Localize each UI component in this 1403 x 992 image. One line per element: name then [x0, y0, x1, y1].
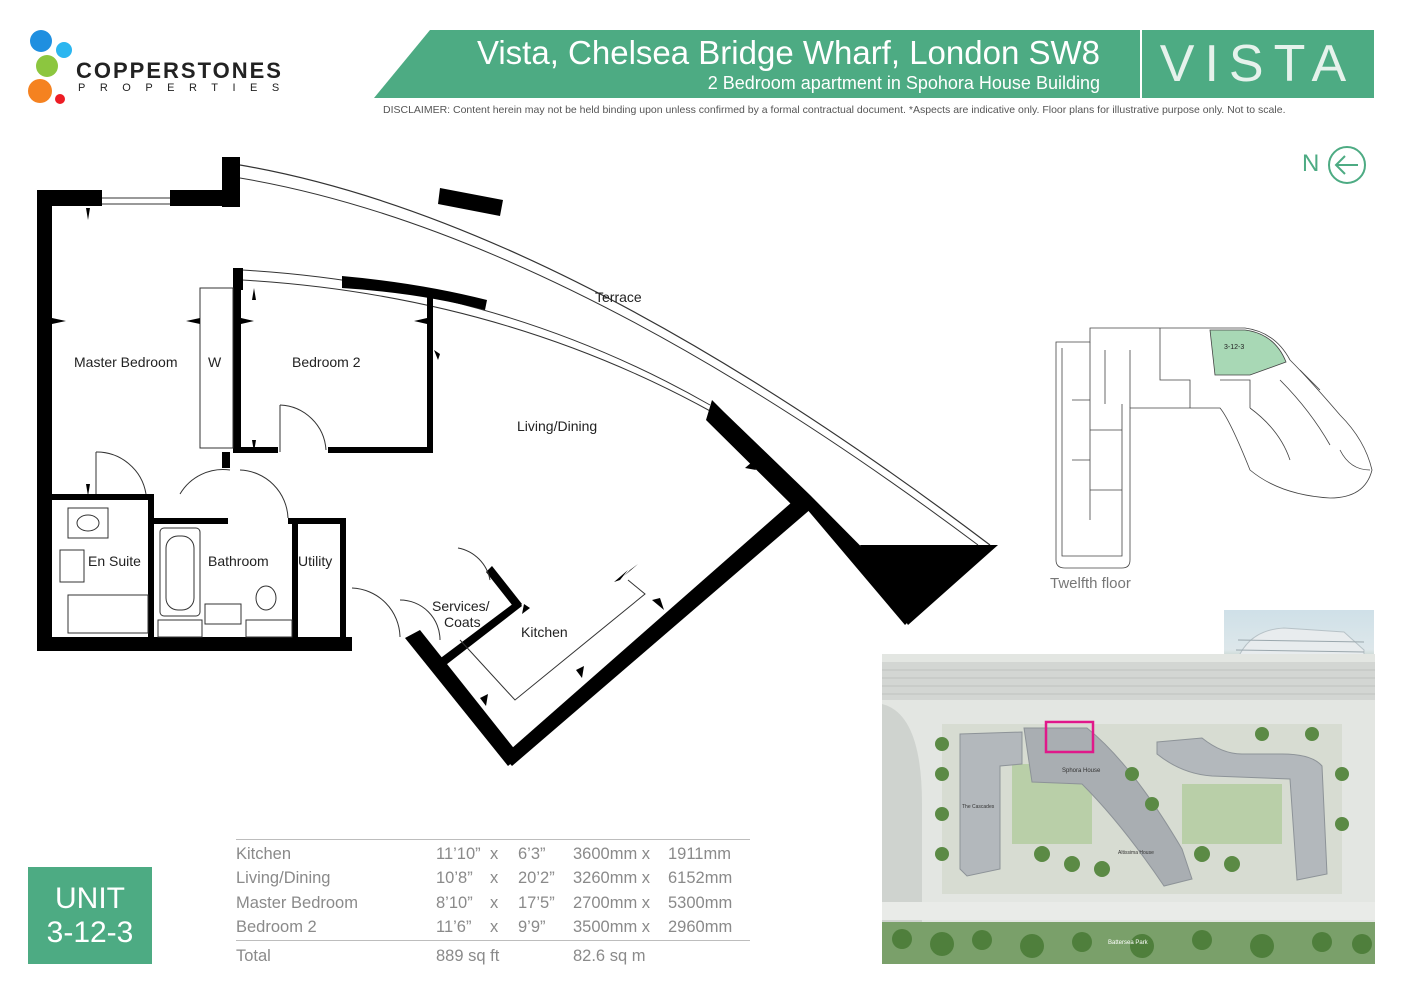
room-living-dining: Living/Dining	[517, 418, 598, 434]
unit-badge: UNIT 3-12-3	[28, 867, 152, 964]
site-label-sphora: Sphora House	[1062, 768, 1101, 774]
north-arrow-icon	[1328, 146, 1366, 184]
dimension-mm2: 5300mm	[668, 893, 733, 912]
total-sqft: 889 sq ft	[436, 940, 573, 968]
dimension-row: Master Bedroom 8’10” x 17’5” 2700mm x 5300mm	[236, 891, 750, 916]
dimension-x: x	[490, 869, 499, 888]
total-label: Total	[236, 940, 436, 968]
dimension-mm1: 3260mm x	[573, 869, 651, 888]
total-row: Total 889 sq ft 82.6 sq m	[236, 940, 750, 968]
header-banner	[374, 30, 1374, 98]
dimension-room: Bedroom 2	[236, 918, 317, 937]
company-tagline: PROPERTIES	[78, 82, 294, 94]
dimension-mm2: 1911mm	[668, 839, 750, 867]
disclaimer: DISCLAIMER: Content herein may not be he…	[383, 104, 1286, 116]
dimension-x: x	[490, 893, 499, 912]
dimension-mm2: 2960mm	[668, 918, 733, 937]
dimension-mm1: 3600mm x	[573, 839, 668, 867]
floor-plan	[37, 157, 998, 766]
brand-logo: VISTA	[1159, 35, 1357, 93]
dimension-ft2: 20’2”	[518, 869, 555, 888]
dimension-x: x	[490, 839, 518, 867]
page-title: Vista, Chelsea Bridge Wharf, London SW8	[476, 34, 1100, 71]
total-sqm: 82.6 sq m	[573, 940, 750, 968]
company-name: COPPERSTONES	[76, 58, 283, 83]
room-bathroom: Bathroom	[208, 553, 269, 569]
dimension-x: x	[490, 918, 499, 937]
dimension-row: Living/Dining 10’8” x 20’2” 3260mm x 6152mm	[236, 867, 750, 892]
dimension-room: Kitchen	[236, 839, 436, 867]
room-services-line1: Services/	[432, 598, 490, 614]
site-plan: Sphora House The Cascades Altissima Hous…	[882, 654, 1375, 964]
key-plan-unit-label: 3-12-3	[1224, 344, 1245, 351]
room-master-bedroom: Master Bedroom	[74, 354, 178, 370]
unit-badge-label: UNIT	[55, 882, 125, 915]
dimension-ft1: 8’10”	[436, 893, 473, 912]
dimension-row: Bedroom 2 11’6” x 9’9” 3500mm x 2960mm	[236, 916, 750, 941]
page-subtitle: 2 Bedroom apartment in Spohora House Bui…	[707, 73, 1100, 93]
north-label: N	[1302, 150, 1320, 177]
room-utility: Utility	[298, 553, 333, 569]
site-label-cascades: The Cascades	[962, 804, 995, 810]
room-services-line2: Coats	[444, 614, 481, 630]
dimension-ft1: 10’8”	[436, 869, 473, 888]
room-terrace: Terrace	[595, 289, 642, 305]
room-kitchen: Kitchen	[521, 624, 568, 640]
dimension-ft2: 17’5”	[518, 893, 555, 912]
dimension-ft1: 11’6”	[436, 918, 472, 937]
dimension-ft1: 11’10”	[436, 839, 490, 867]
dimension-mm1: 3500mm x	[573, 918, 651, 937]
site-label-altissima: Altissima House	[1118, 850, 1154, 856]
company-logo	[28, 28, 358, 108]
dimension-room: Living/Dining	[236, 869, 331, 888]
logo-dots-icon	[28, 30, 72, 104]
site-label-park: Battersea Park	[1108, 940, 1148, 946]
dimension-ft2: 6’3”	[518, 839, 573, 867]
unit-badge-number: 3-12-3	[46, 916, 134, 949]
room-en-suite: En Suite	[88, 553, 141, 569]
dimension-mm2: 6152mm	[668, 869, 733, 888]
room-wardrobe: W	[208, 354, 222, 370]
dimension-ft2: 9’9”	[518, 918, 546, 937]
key-plan	[1055, 327, 1373, 569]
dimension-room: Master Bedroom	[236, 893, 358, 912]
room-bedroom-2: Bedroom 2	[292, 354, 361, 370]
floor-label: Twelfth floor	[1050, 575, 1131, 592]
dimension-mm1: 2700mm x	[573, 893, 651, 912]
